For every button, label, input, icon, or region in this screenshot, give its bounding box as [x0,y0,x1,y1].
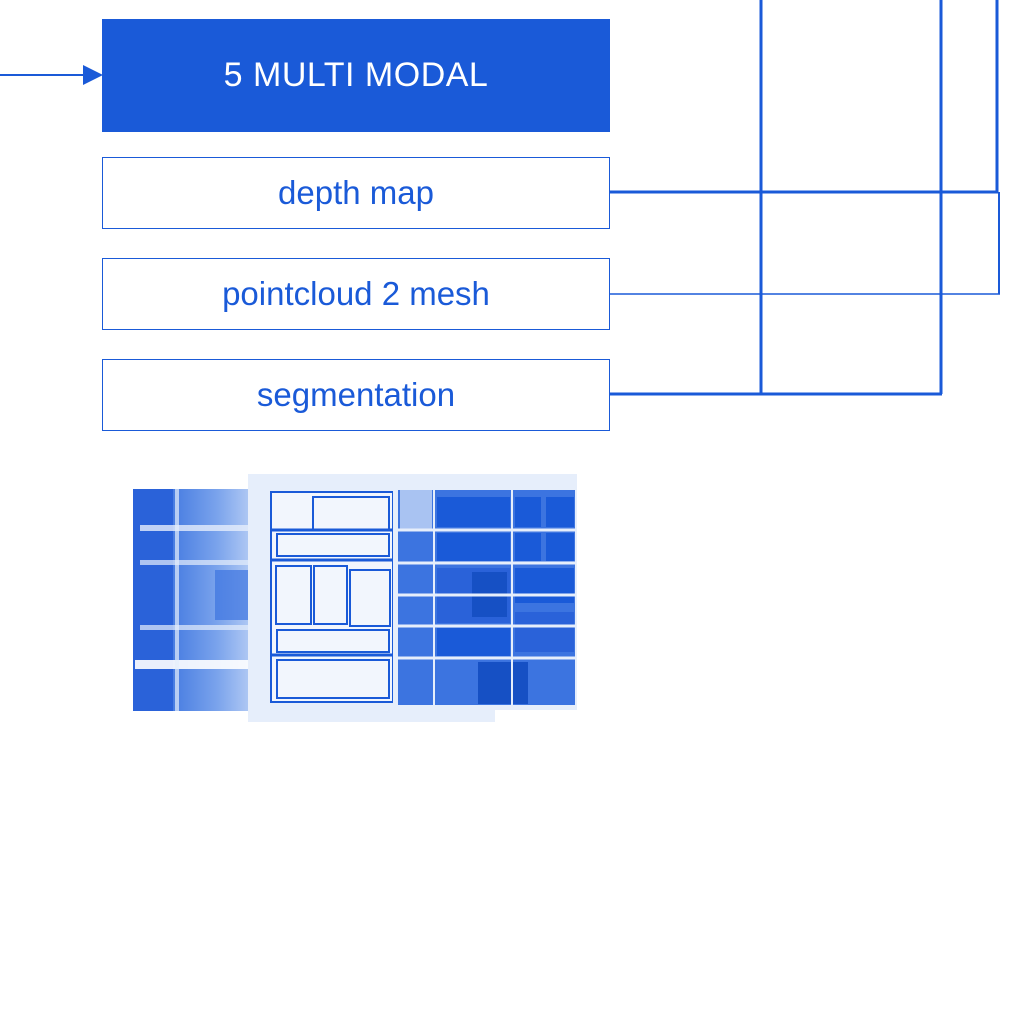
depth-map-label: depth map [278,174,434,211]
pointcloud-mesh-box: pointcloud 2 mesh [102,258,610,330]
multimodal-header-label: 5 MULTI MODAL [223,56,489,94]
depth-map-box: depth map [102,157,610,229]
segmentation-preview [393,474,577,710]
segmentation-label: segmentation [256,376,456,413]
multimodal-header: 5 MULTI MODAL [102,19,610,132]
pointcloud-mesh-label: pointcloud 2 mesh [222,275,490,312]
segmentation-box: segmentation [102,359,610,431]
